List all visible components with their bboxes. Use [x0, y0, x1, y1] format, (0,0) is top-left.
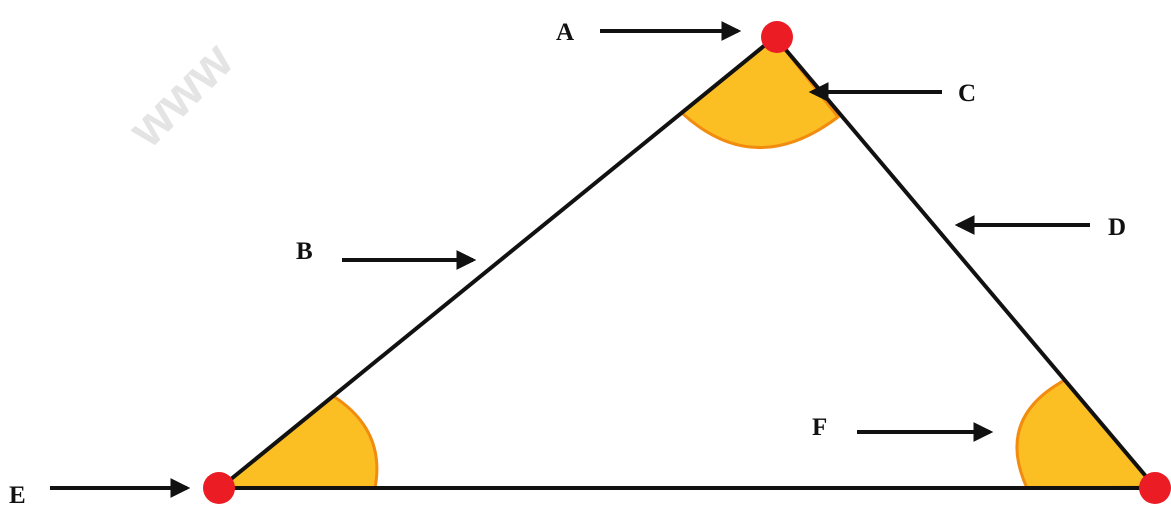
- side-left: [218, 35, 777, 490]
- angle-arc-bottom-right: [1015, 378, 1159, 490]
- label-f: F: [812, 414, 827, 441]
- label-c: C: [958, 80, 976, 107]
- label-d: D: [1108, 214, 1126, 241]
- watermark-text: www: [117, 31, 245, 159]
- angle-arc-top: [679, 34, 841, 149]
- label-a: A: [556, 19, 574, 46]
- vertex-top: [761, 21, 793, 53]
- angle-arc-bottom-left: [215, 394, 379, 490]
- vertex-bottom-left: [203, 472, 235, 504]
- label-b: B: [296, 238, 313, 265]
- side-right: [773, 35, 1157, 489]
- vertex-bottom-right: [1139, 472, 1171, 504]
- label-e: E: [9, 482, 26, 507]
